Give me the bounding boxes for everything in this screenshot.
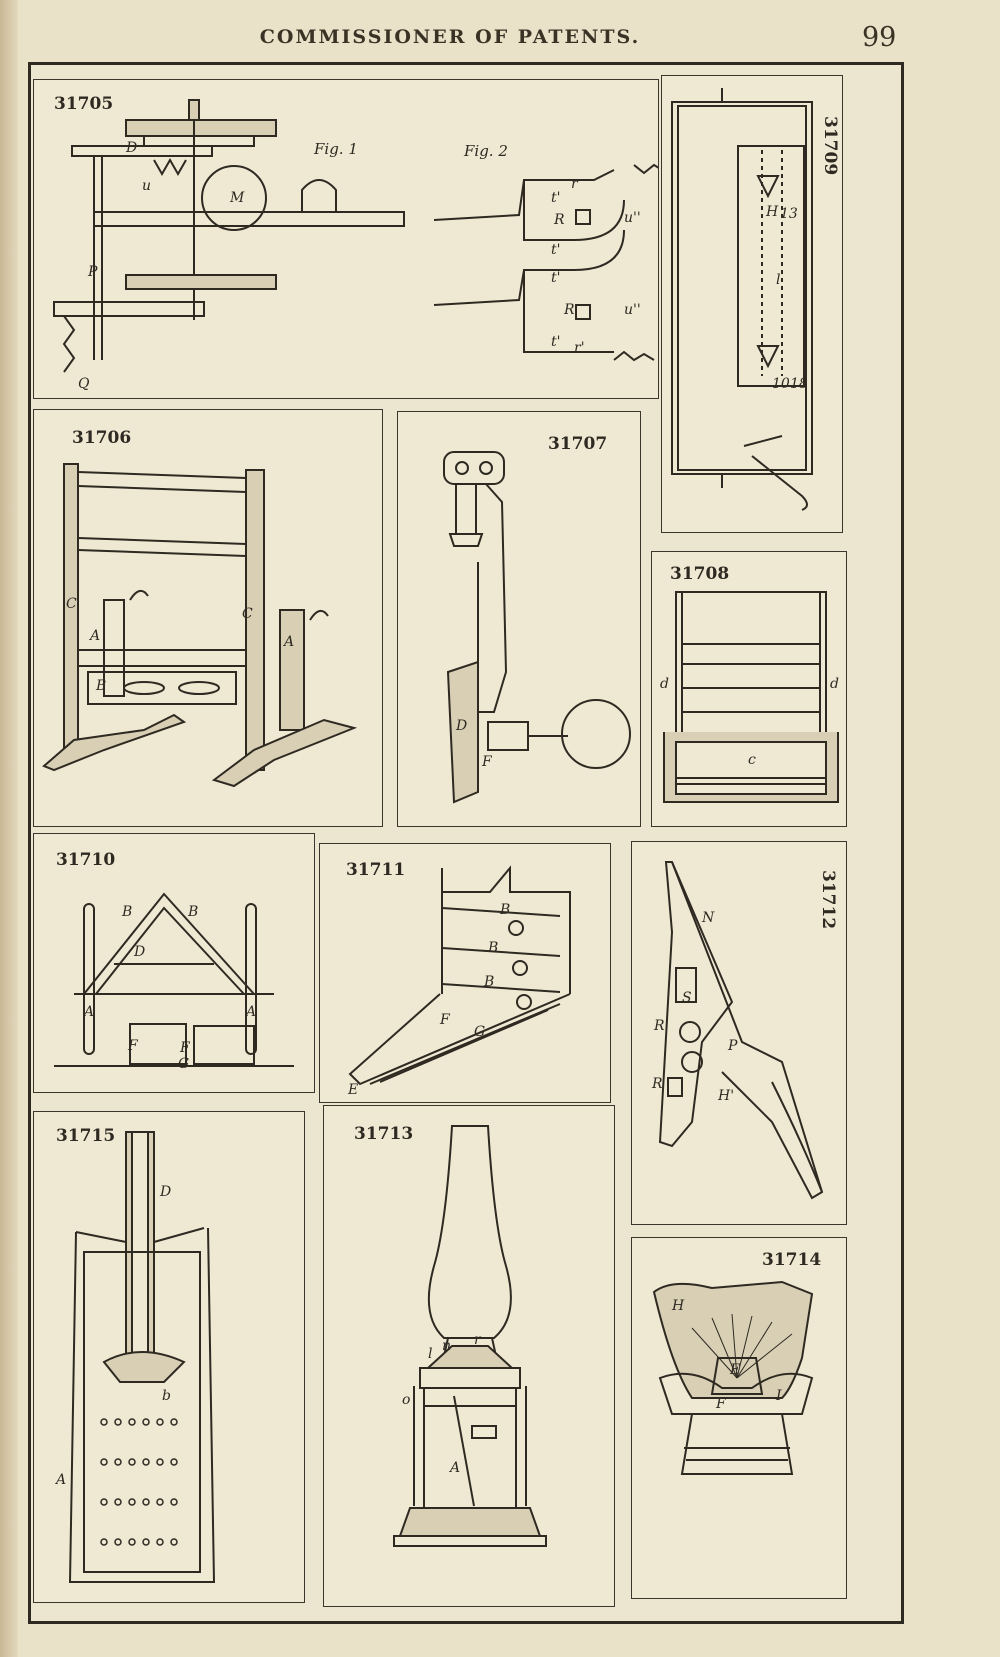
label: R	[554, 212, 565, 228]
label: u	[142, 178, 152, 194]
label: R	[652, 1076, 663, 1092]
label: F	[440, 1012, 450, 1028]
label: F	[180, 1040, 190, 1056]
label: E	[730, 1362, 741, 1378]
label: d	[830, 676, 839, 692]
panel-31710: 31710 B B D A A F F G	[33, 833, 315, 1093]
label: R	[654, 1018, 665, 1034]
label: t'	[551, 270, 561, 286]
illustration-31707	[443, 451, 631, 804]
label: P	[88, 264, 98, 280]
illustration-31713	[393, 1125, 547, 1547]
panel-31706: 31706 C C A A B	[33, 409, 383, 827]
label: G	[178, 1056, 190, 1072]
page-number: 99	[862, 22, 897, 53]
label: H	[672, 1298, 685, 1314]
label: l	[428, 1346, 433, 1362]
patent-number: 31713	[354, 1124, 414, 1144]
panel-31705: 31705 Fig. 1 Fig. 2	[33, 79, 659, 399]
label: u''	[624, 302, 641, 318]
patent-number: 31707	[548, 434, 608, 454]
label: S	[682, 990, 692, 1006]
label: n	[442, 1338, 452, 1354]
label: 18	[790, 376, 808, 392]
illustration-31709	[671, 88, 813, 511]
label: F	[716, 1396, 726, 1412]
label: D	[456, 718, 468, 734]
label: H'	[718, 1088, 735, 1104]
label: r'	[574, 340, 585, 356]
label: r	[474, 1332, 481, 1348]
panel-31713: 31713 r n l o A	[323, 1105, 615, 1607]
page-edge	[0, 0, 18, 1657]
label: d	[660, 676, 669, 692]
label: r	[571, 176, 578, 192]
illustration-31710	[54, 892, 294, 1067]
label: A	[56, 1472, 67, 1488]
panel-31715: 31715 D b A	[33, 1111, 305, 1603]
illustration-31715	[68, 1131, 216, 1583]
label: B	[500, 902, 511, 918]
label: t'	[551, 242, 561, 258]
illustration-31706	[42, 463, 358, 788]
plate-sheet: 31705 Fig. 1 Fig. 2	[28, 62, 904, 1624]
patent-number: 31711	[346, 860, 406, 880]
label: B	[122, 904, 133, 920]
label: A	[90, 628, 101, 644]
panel-31709: 31709 H 13 l 10 18	[661, 75, 843, 533]
label: t'	[551, 334, 561, 350]
label: A	[284, 634, 295, 650]
panel-31712: 31712 N S R R P H'	[631, 841, 847, 1225]
label: G	[474, 1024, 486, 1040]
patent-number: 31714	[762, 1250, 822, 1270]
label: D	[126, 140, 138, 156]
illustration-31712	[658, 861, 824, 1200]
patent-number: 31715	[56, 1126, 116, 1146]
illustration-31708	[663, 591, 839, 803]
label: F	[482, 754, 492, 770]
fig-1-caption: Fig. 1	[314, 140, 358, 158]
fig-2-caption: Fig. 2	[464, 142, 508, 160]
label: B	[96, 678, 107, 694]
label: C	[242, 606, 253, 622]
label: R	[564, 302, 575, 318]
label: E	[348, 1082, 359, 1098]
illustration-31714	[652, 1280, 814, 1475]
patent-number: 31708	[670, 564, 730, 584]
label: A	[246, 1004, 257, 1020]
panel-31708: 31708 d d c	[651, 551, 847, 827]
label: C	[66, 596, 77, 612]
label: B	[484, 974, 495, 990]
label: l	[776, 272, 781, 288]
label: P	[728, 1038, 738, 1054]
label: u''	[624, 210, 641, 226]
label: c	[748, 752, 756, 768]
label: F	[128, 1038, 138, 1054]
label: D	[134, 944, 146, 960]
label: N	[702, 910, 715, 926]
patent-number: 31706	[72, 428, 132, 448]
patent-number: 31705	[54, 94, 114, 114]
label: I	[776, 1388, 782, 1404]
label: A	[84, 1004, 95, 1020]
label: M	[230, 190, 245, 206]
patent-number: 31710	[56, 850, 116, 870]
illustration-31705	[53, 99, 658, 373]
label: B	[188, 904, 199, 920]
label: b	[162, 1388, 171, 1404]
label: D	[160, 1184, 172, 1200]
panel-31707: 31707 D F	[397, 411, 641, 827]
illustration-31711	[348, 865, 571, 1086]
label: Q	[78, 376, 90, 392]
label: 10	[772, 376, 790, 392]
page-header-title: COMMISSIONER OF PATENTS.	[259, 26, 641, 48]
label: H	[766, 204, 779, 220]
label: o	[402, 1392, 411, 1408]
panel-31711: 31711 B B B F G E	[319, 843, 611, 1103]
panel-31714: 31714 H E F I	[631, 1237, 847, 1599]
label: B	[488, 940, 499, 956]
label: A	[450, 1460, 461, 1476]
label: 13	[780, 206, 798, 222]
label: t'	[551, 190, 561, 206]
